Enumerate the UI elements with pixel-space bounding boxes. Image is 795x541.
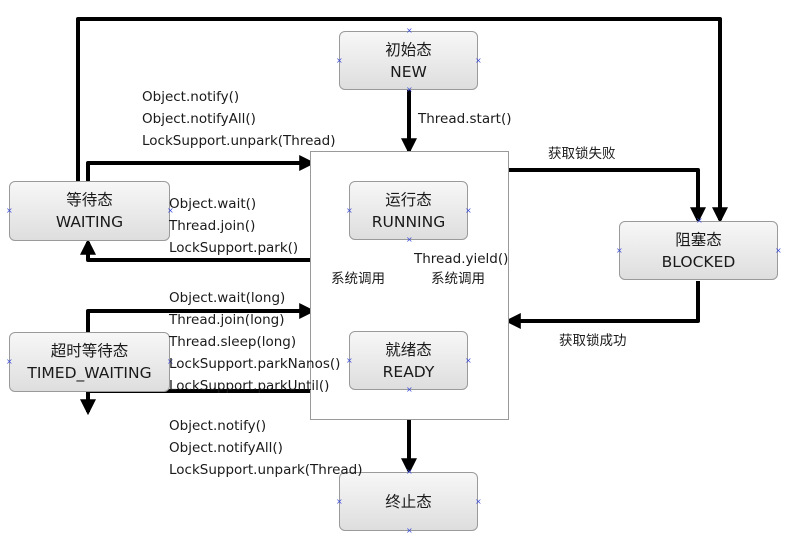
label-line: Thread.join(long) — [169, 312, 285, 328]
connector-marker: × — [167, 357, 174, 366]
connector-marker: × — [616, 246, 623, 255]
label-thread-start: Thread.start() — [418, 111, 512, 127]
label-running-to-ready: 系统调用 — [431, 271, 485, 287]
arrow-blocked-to-running — [504, 281, 700, 329]
connector-marker: × — [406, 235, 413, 244]
state-waiting: 等待态 WAITING — [9, 181, 170, 241]
connector-marker: × — [475, 56, 482, 65]
label-line: Thread.sleep(long) — [169, 334, 297, 350]
label-line: LockSupport.unpark(Thread) — [142, 133, 336, 149]
label-line: LockSupport.unpark(Thread) — [169, 462, 363, 478]
connector-marker: × — [406, 385, 413, 394]
connector-marker: × — [475, 497, 482, 506]
label-line: Object.notify() — [142, 89, 240, 105]
state-terminated-zh: 终止态 — [385, 492, 432, 511]
state-terminated: 终止态 — [339, 472, 478, 531]
state-ready: 就绪态 READY — [349, 331, 468, 390]
label-line: LockSupport.parkUntil() — [169, 378, 330, 394]
label-line: LockSupport.parkNanos() — [169, 356, 341, 372]
state-running-zh: 运行态 — [385, 190, 432, 209]
label-line: Object.wait(long) — [169, 290, 286, 306]
connector-marker: × — [406, 26, 413, 35]
connector-marker: × — [406, 85, 413, 94]
arrow-running-to-blocked — [509, 168, 706, 224]
connector-marker: × — [775, 246, 782, 255]
state-waiting-zh: 等待态 — [66, 191, 113, 209]
state-running: 运行态 RUNNING — [349, 181, 468, 240]
state-timed-waiting: 超时等待态 TIMED_WAITING — [9, 332, 170, 392]
connector-marker: × — [336, 497, 343, 506]
label-ready-to-running: 系统调用 — [331, 271, 385, 287]
arrow-running-to-waiting — [80, 238, 310, 262]
state-blocked: 阻塞态 BLOCKED — [619, 221, 778, 280]
state-blocked-en: BLOCKED — [661, 252, 736, 271]
label-line: Object.notifyAll() — [142, 111, 256, 127]
connector-marker: × — [6, 357, 13, 366]
arrow-waiting-to-running — [86, 155, 316, 181]
state-timed-waiting-zh: 超时等待态 — [50, 342, 129, 360]
arrow-timed-to-running — [86, 303, 316, 332]
label-lock-success: 获取锁成功 — [559, 333, 627, 349]
connector-marker: × — [6, 206, 13, 215]
state-timed-waiting-en: TIMED_WAITING — [27, 364, 152, 382]
label-lock-fail: 获取锁失败 — [548, 146, 616, 162]
label-line: Object.notifyAll() — [169, 440, 283, 456]
state-new-en: NEW — [390, 62, 427, 81]
connector-marker: × — [696, 216, 703, 225]
label-waiting-to-running: Object.notify() Object.notifyAll() LockS… — [142, 86, 336, 152]
state-ready-zh: 就绪态 — [385, 340, 432, 359]
label-line: LockSupport.park() — [169, 240, 299, 256]
label-running-to-waiting: Object.wait() Thread.join() LockSupport.… — [169, 193, 298, 259]
connector-marker: × — [336, 56, 343, 65]
state-new-zh: 初始态 — [385, 40, 432, 59]
label-line: Thread.join() — [169, 218, 256, 234]
state-blocked-zh: 阻塞态 — [675, 230, 722, 249]
label-yield: Thread.yield() — [414, 251, 509, 267]
connector-marker: × — [346, 356, 353, 365]
state-running-en: RUNNING — [371, 212, 446, 231]
connector-marker: × — [465, 206, 472, 215]
state-ready-en: READY — [382, 362, 435, 381]
label-line: Object.wait() — [169, 196, 257, 212]
connector-marker: × — [167, 206, 174, 215]
label-running-to-timed: Object.wait(long) Thread.join(long) Thre… — [169, 287, 340, 397]
state-waiting-en: WAITING — [55, 213, 124, 231]
arrow-waiting-to-blocked — [76, 17, 728, 224]
connector-marker: × — [406, 467, 413, 476]
connector-marker: × — [346, 206, 353, 215]
label-timed-to-running: Object.notify() Object.notifyAll() LockS… — [169, 415, 363, 481]
label-line: Object.notify() — [169, 418, 267, 434]
connector-marker: × — [406, 526, 413, 535]
connector-marker: × — [465, 356, 472, 365]
state-new: 初始态 NEW — [339, 31, 478, 90]
